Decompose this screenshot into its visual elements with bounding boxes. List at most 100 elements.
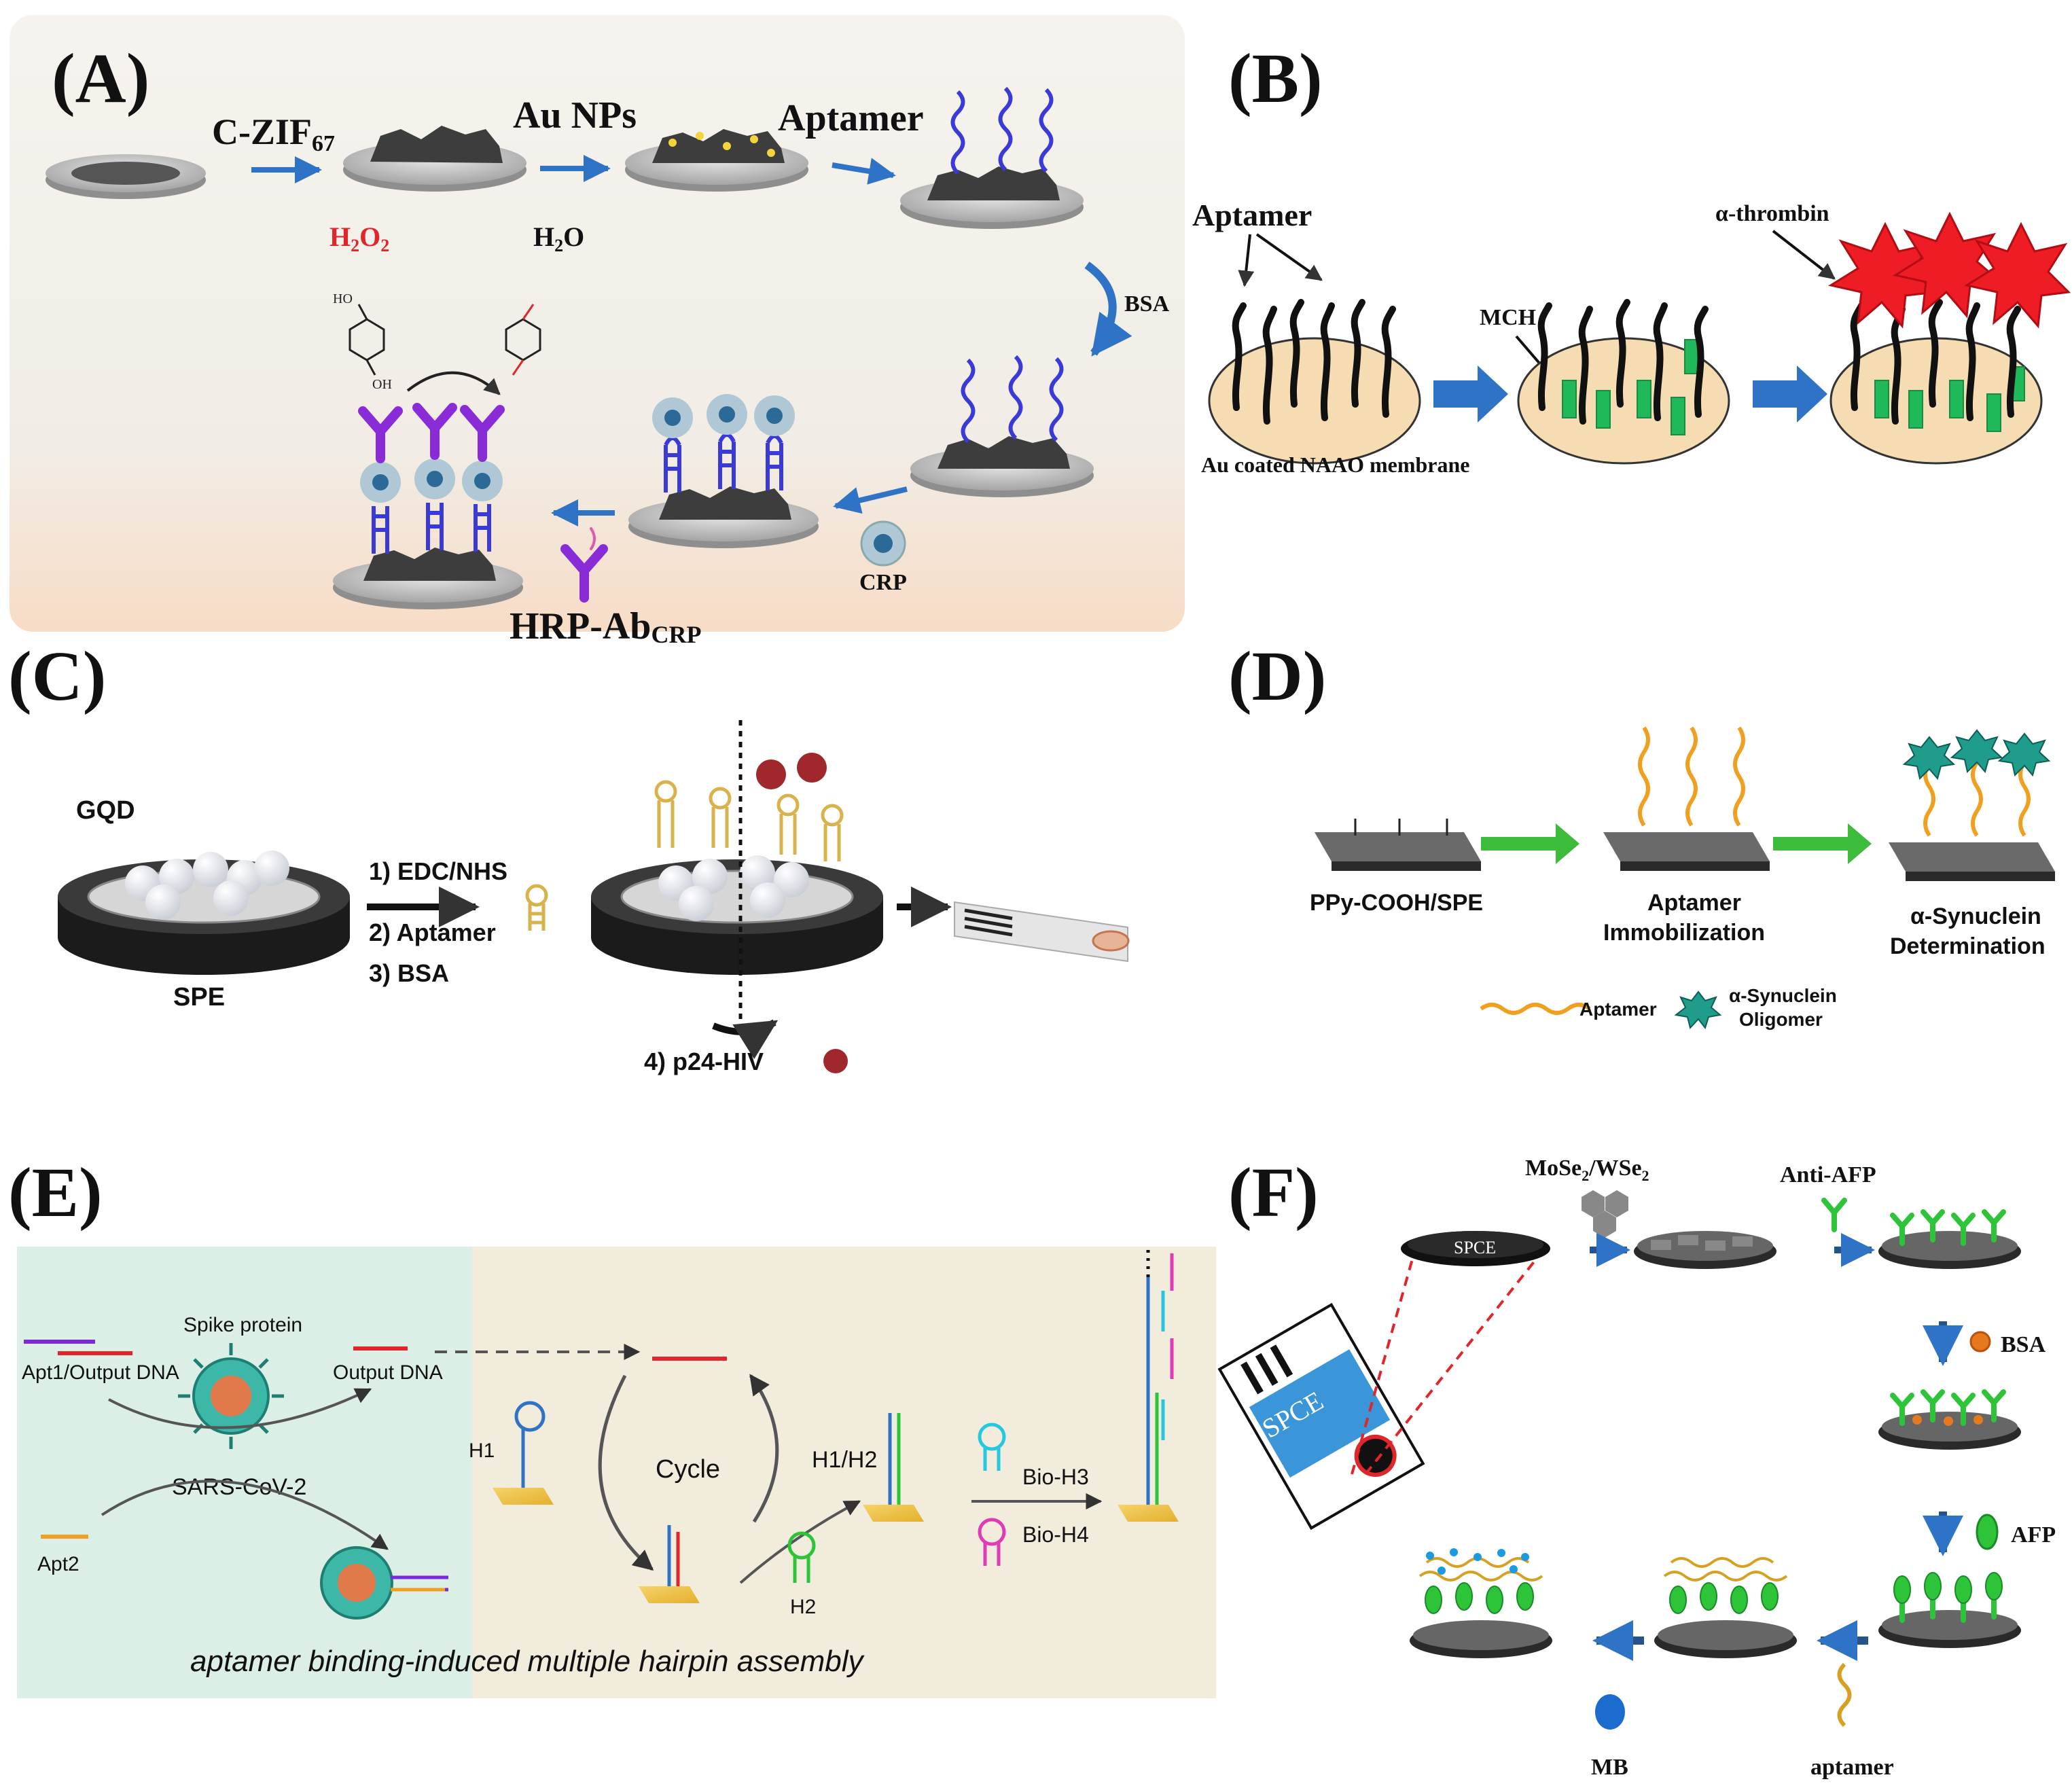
mose2-electrode <box>1634 1231 1776 1269</box>
mose2-label: MoSe2/WSe2 <box>1525 1156 1649 1184</box>
aptamer-electrode <box>900 86 1084 229</box>
aptamer-pointer-2 <box>1255 233 1323 281</box>
spe-disk-1 <box>58 851 350 975</box>
anti-afp-electrode <box>1878 1209 2021 1269</box>
afp-icon <box>1976 1514 1999 1550</box>
bio-h3-hairpin-icon <box>978 1423 1006 1471</box>
cycle-label: Cycle <box>656 1455 720 1484</box>
arrow-a4 <box>833 486 908 514</box>
c-zif-label: C-ZIF67 <box>212 111 335 156</box>
membrane-1 <box>1208 299 1421 465</box>
virus-icon-1 <box>178 1343 284 1449</box>
mb-electrode <box>1410 1548 1552 1658</box>
arrow-c-curved <box>712 1019 779 1060</box>
stage2-label-l2: Immobilization <box>1603 920 1765 946</box>
bsa-electrode <box>1878 1389 2021 1450</box>
synuclein-electrode <box>1889 729 2055 881</box>
virus-icon-2 <box>320 1546 448 1620</box>
bio-h4-label: Bio-H4 <box>1022 1522 1089 1547</box>
reaction-arrow-lower <box>101 1480 389 1550</box>
ho-label: HO <box>333 291 353 306</box>
membrane-2 <box>1517 299 1730 465</box>
arrow-d1 <box>1481 823 1579 864</box>
h1-electrode <box>493 1401 554 1505</box>
bsa-label-f: BSA <box>2001 1332 2046 1357</box>
hrp-ab-label: HRP-AbCRP <box>510 605 701 648</box>
stage3-label-l1: α-Synuclein <box>1910 904 2041 929</box>
bsa-label-a: BSA <box>1124 291 1170 317</box>
panel-b: (B) Aptamer Au coated NAAO membrane MCH <box>1192 39 2071 477</box>
arrow-b2 <box>1753 365 1827 423</box>
h1h2-electrode <box>863 1413 924 1522</box>
aptamer-bound-electrode <box>1654 1557 1797 1658</box>
bsa-curved-arrow <box>1084 262 1132 357</box>
arrow-a3 <box>832 158 896 185</box>
reaction-arrow-upper <box>108 1388 372 1429</box>
h2-hairpin-icon <box>787 1531 816 1583</box>
oxidation-arrow <box>406 371 501 395</box>
output-dna-label: Output DNA <box>333 1361 443 1384</box>
hrp-antibody-icon <box>560 527 608 603</box>
panel-d-letter: (D) <box>1228 637 1326 715</box>
step1-label: 1) EDC/NHS <box>369 857 507 885</box>
p24-icon <box>823 1049 848 1073</box>
arrow-d2 <box>1773 823 1872 864</box>
spe-label: SPE <box>173 983 225 1012</box>
panel-e-right-bg <box>472 1247 1216 1698</box>
apt1-output-label: Apt1/Output DNA <box>22 1361 179 1384</box>
h2-label: H2 <box>790 1596 816 1618</box>
mb-icon <box>1595 1694 1625 1730</box>
mch-label: MCH <box>1480 305 1536 330</box>
cycle-arc-left <box>598 1374 654 1571</box>
spike-protein-label: Spike protein <box>183 1314 302 1336</box>
crp-label: CRP <box>859 570 907 595</box>
spce-strip <box>1217 1302 1425 1531</box>
panel-f: (F) SPCE SPCE MoSe2/WSe2 Anti-AFP <box>1217 1154 2056 1780</box>
aptamer-label-a: Aptamer <box>778 97 924 139</box>
benzoquinone-structure <box>505 304 541 376</box>
panel-f-letter: (F) <box>1228 1154 1319 1232</box>
legend-aptamer-icon <box>1480 1003 1591 1015</box>
crp-icon <box>860 520 906 567</box>
panel-e-left-bg <box>17 1247 472 1698</box>
panel-e: (E) Spike protein Apt1/Output DNA Output… <box>8 1154 1216 1698</box>
h2o2-label: H2O2 <box>329 221 389 255</box>
gqd-label: GQD <box>76 796 135 825</box>
panel-d: (D) PPy-COOH/SPE Aptamer Immobilization <box>1228 637 2055 1030</box>
zoom-line-2 <box>1364 1259 1537 1476</box>
aptamer-icon-f <box>1837 1662 1852 1728</box>
bare-electrode <box>46 154 206 199</box>
thrombin-pointer <box>1772 230 1836 280</box>
oh-label: OH <box>372 377 392 392</box>
mb-label: MB <box>1591 1755 1628 1780</box>
czif-electrode <box>343 126 526 192</box>
h1-label: H1 <box>469 1440 495 1462</box>
aptamer-pointer-1 <box>1238 234 1255 287</box>
aptamer-label-b: Aptamer <box>1192 198 1312 232</box>
anti-afp-label: Anti-AFP <box>1780 1162 1876 1187</box>
sars-label: SARS-CoV-2 <box>172 1474 306 1500</box>
h1-output-electrode <box>639 1525 700 1603</box>
panel-a-letter: (A) <box>52 39 149 118</box>
membrane-label: Au coated NAAO membrane <box>1201 452 1470 477</box>
spce-disk-label: SPCE <box>1454 1238 1496 1257</box>
panel-e-caption: aptamer binding-induced multiple hairpin… <box>190 1645 865 1678</box>
panel-b-letter: (B) <box>1228 39 1323 118</box>
stage2-label-l1: Aptamer <box>1647 890 1741 916</box>
hydroquinone-structure <box>349 304 385 376</box>
panel-c: (C) GQD SPE 1) EDC/NHS 2) Aptamer 3) BSA <box>8 637 1130 1075</box>
panel-c-letter: (C) <box>8 637 106 715</box>
au-nps-label: Au NPs <box>513 94 637 137</box>
cycle-arc-right <box>749 1374 779 1523</box>
legend-aptamer-label: Aptamer <box>1579 999 1657 1020</box>
bio-h3-label: Bio-H3 <box>1022 1465 1089 1489</box>
arrow-b1 <box>1433 365 1508 423</box>
sandwich-electrode <box>333 403 523 609</box>
h2o-label: H2O <box>533 221 584 255</box>
bio-h4-hairpin-icon <box>978 1518 1006 1566</box>
arrow-to-h1h2 <box>739 1500 861 1584</box>
mose2-hexagons-icon <box>1582 1190 1628 1238</box>
anti-afp-icon <box>1821 1198 1847 1232</box>
aptamer-label-f: aptamer <box>1810 1755 1894 1780</box>
h1h2-label: H1/H2 <box>812 1447 877 1473</box>
